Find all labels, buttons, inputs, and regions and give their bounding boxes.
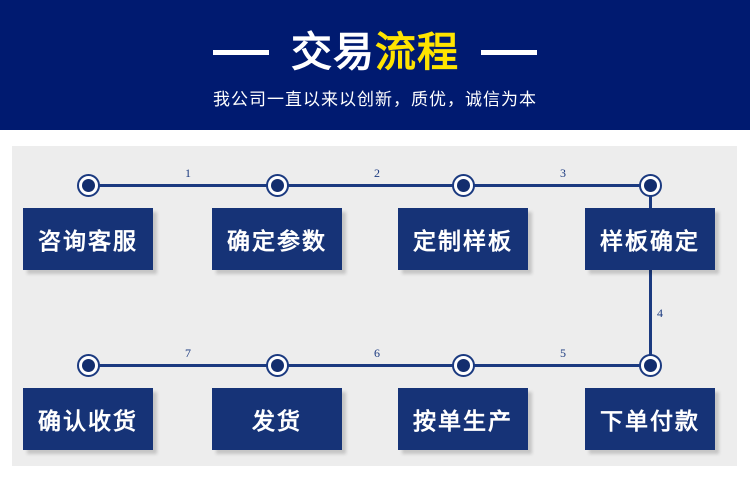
flow-node-top-1[interactable]	[77, 174, 100, 197]
page-title-accent: 流程	[375, 27, 459, 76]
flow-diagram-panel: 1 2 3 4 5 6 7 咨询客服 确定参数 定制样板 样板确定 确认收货 发…	[12, 146, 737, 466]
flow-step-label: 发货	[252, 409, 302, 435]
connector-line-bottom	[88, 364, 651, 367]
page-title: 交易流程	[291, 31, 459, 73]
flow-step-label: 下单付款	[600, 409, 700, 435]
flow-step-label: 按单生产	[413, 409, 513, 435]
flow-step-label: 定制样板	[413, 229, 513, 255]
flow-step-box-production-by-order[interactable]: 按单生产	[398, 388, 528, 450]
flow-node-top-4[interactable]	[639, 174, 662, 197]
step-number-1: 1	[185, 166, 191, 180]
flow-node-top-3[interactable]	[452, 174, 475, 197]
flow-step-box-sample-confirmed[interactable]: 样板确定	[585, 208, 715, 270]
step-number-3: 3	[560, 166, 566, 180]
title-dash-right-icon	[481, 49, 537, 55]
flow-step-box-shipment[interactable]: 发货	[212, 388, 342, 450]
flow-node-bottom-7[interactable]	[77, 354, 100, 377]
flow-step-box-confirm-parameters[interactable]: 确定参数	[212, 208, 342, 270]
connector-line-vertical	[649, 184, 652, 366]
page-banner: 交易流程 我公司一直以来以创新，质优，诚信为本	[0, 0, 750, 130]
flow-node-top-2[interactable]	[266, 174, 289, 197]
step-number-4: 4	[657, 306, 663, 320]
step-number-2: 2	[374, 166, 380, 180]
flow-step-box-confirm-receipt[interactable]: 确认收货	[23, 388, 153, 450]
flow-node-bottom-4[interactable]	[639, 354, 662, 377]
connector-line-top	[88, 184, 651, 187]
flow-node-bottom-5[interactable]	[452, 354, 475, 377]
step-number-5: 5	[560, 346, 566, 360]
step-number-7: 7	[185, 346, 191, 360]
banner-title-row: 交易流程	[0, 26, 750, 78]
flow-node-bottom-6[interactable]	[266, 354, 289, 377]
flow-step-label: 确认收货	[38, 409, 138, 435]
flow-step-box-consult-service[interactable]: 咨询客服	[23, 208, 153, 270]
step-number-6: 6	[374, 346, 380, 360]
flow-step-box-custom-sample[interactable]: 定制样板	[398, 208, 528, 270]
flow-step-label: 确定参数	[227, 229, 327, 255]
flow-step-label: 样板确定	[600, 229, 700, 255]
title-dash-left-icon	[213, 49, 269, 55]
page-title-primary: 交易	[291, 27, 375, 76]
page-subtitle: 我公司一直以来以创新，质优，诚信为本	[213, 90, 537, 110]
flow-step-box-order-payment[interactable]: 下单付款	[585, 388, 715, 450]
flow-step-label: 咨询客服	[38, 229, 138, 255]
